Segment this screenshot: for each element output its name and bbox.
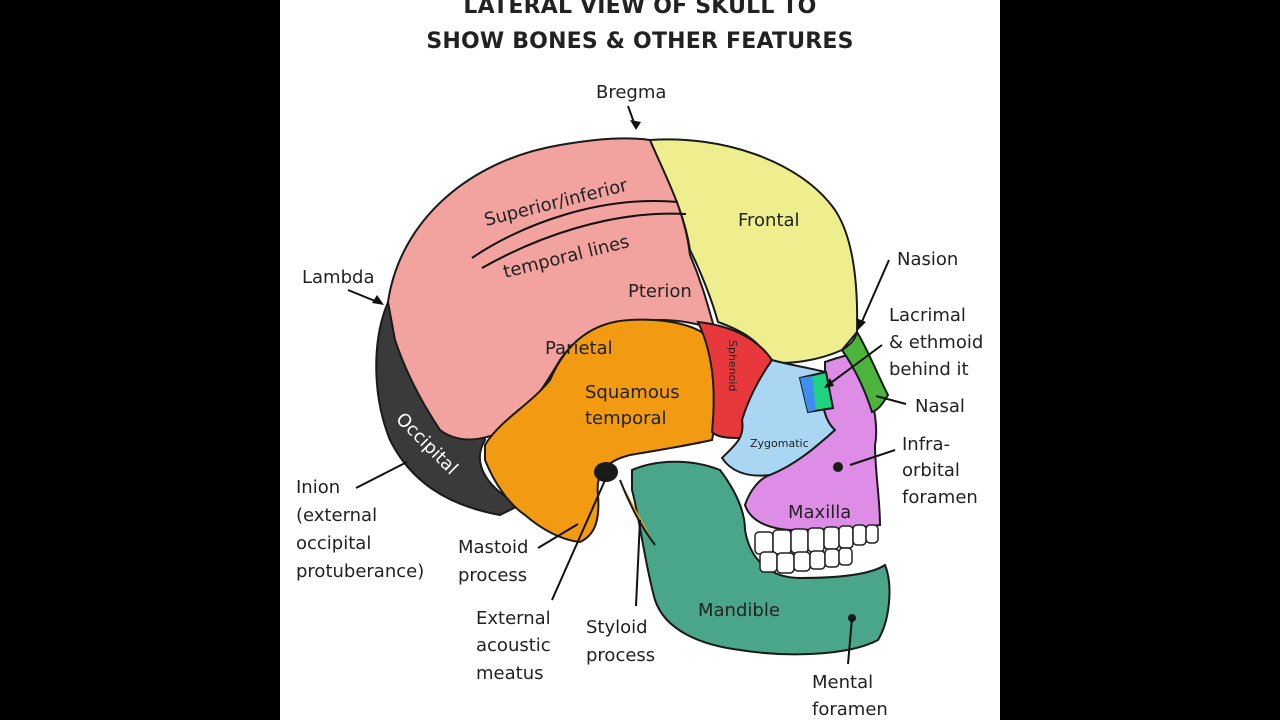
label-mental-2: foramen [812,699,888,720]
infraorbital-foramen-dot [833,462,843,472]
temporal-bone [484,318,719,544]
label-external-3: meatus [476,663,543,684]
label-mental-1: Mental [812,672,873,693]
label-lacrimal-3: behind it [889,359,969,380]
diagram-title-line-2: SHOW BONES & OTHER FEATURES [426,29,854,54]
nasal-bone [840,329,890,414]
label-zygomatic: Zygomatic [750,437,809,450]
label-sphenoid: Sphenoid [726,340,739,391]
label-inion-2: (external [296,505,377,526]
label-inion-1: Inion [296,477,340,498]
label-frontal: Frontal [738,210,800,231]
label-lacrimal-2: & ethmoid [889,332,983,353]
label-external-1: External [476,608,551,629]
label-external-2: acoustic [476,635,551,656]
label-infra-3: foramen [902,487,978,508]
label-inion-4: protuberance) [296,561,424,582]
label-pterion: Pterion [628,281,692,302]
label-squamous-2: temporal [585,408,667,429]
label-infra-2: orbital [902,460,960,481]
temporal-line-superior [471,200,679,259]
label-lambda: Lambda [302,267,374,288]
acoustic-meatus-hole [594,462,618,482]
label-bregma: Bregma [596,82,666,103]
label-parietal: Parietal [545,338,613,359]
temporal-line-inferior [481,212,687,269]
diagram-title-line-1: LATERAL VIEW OF SKULL TO [463,0,817,19]
lacrimal-blue-patch [800,376,816,412]
label-inion-3: occipital [296,533,371,554]
label-mastoid-1: Mastoid [458,537,528,558]
label-mastoid-2: process [458,565,527,586]
mandible-bone [631,460,891,656]
label-nasion: Nasion [897,249,958,270]
label-maxilla: Maxilla [788,502,851,523]
label-squamous-1: Squamous [585,382,680,403]
teeth [754,524,879,574]
label-nasal: Nasal [915,396,965,417]
leader-lines [347,105,907,665]
label-styloid-1: Styloid [586,617,648,638]
label-infra-1: Infra- [902,434,950,455]
skull-diagram: Parietal Frontal Pterion Squamous tempor… [296,82,983,720]
frontal-bone [648,138,859,364]
styloid-shape [619,479,656,546]
diagram-panel: LATERAL VIEW OF SKULL TO SHOW BONES & OT… [280,0,1000,720]
label-styloid-2: process [586,645,655,666]
label-lacrimal-1: Lacrimal [889,305,966,326]
label-mandible: Mandible [698,600,780,621]
